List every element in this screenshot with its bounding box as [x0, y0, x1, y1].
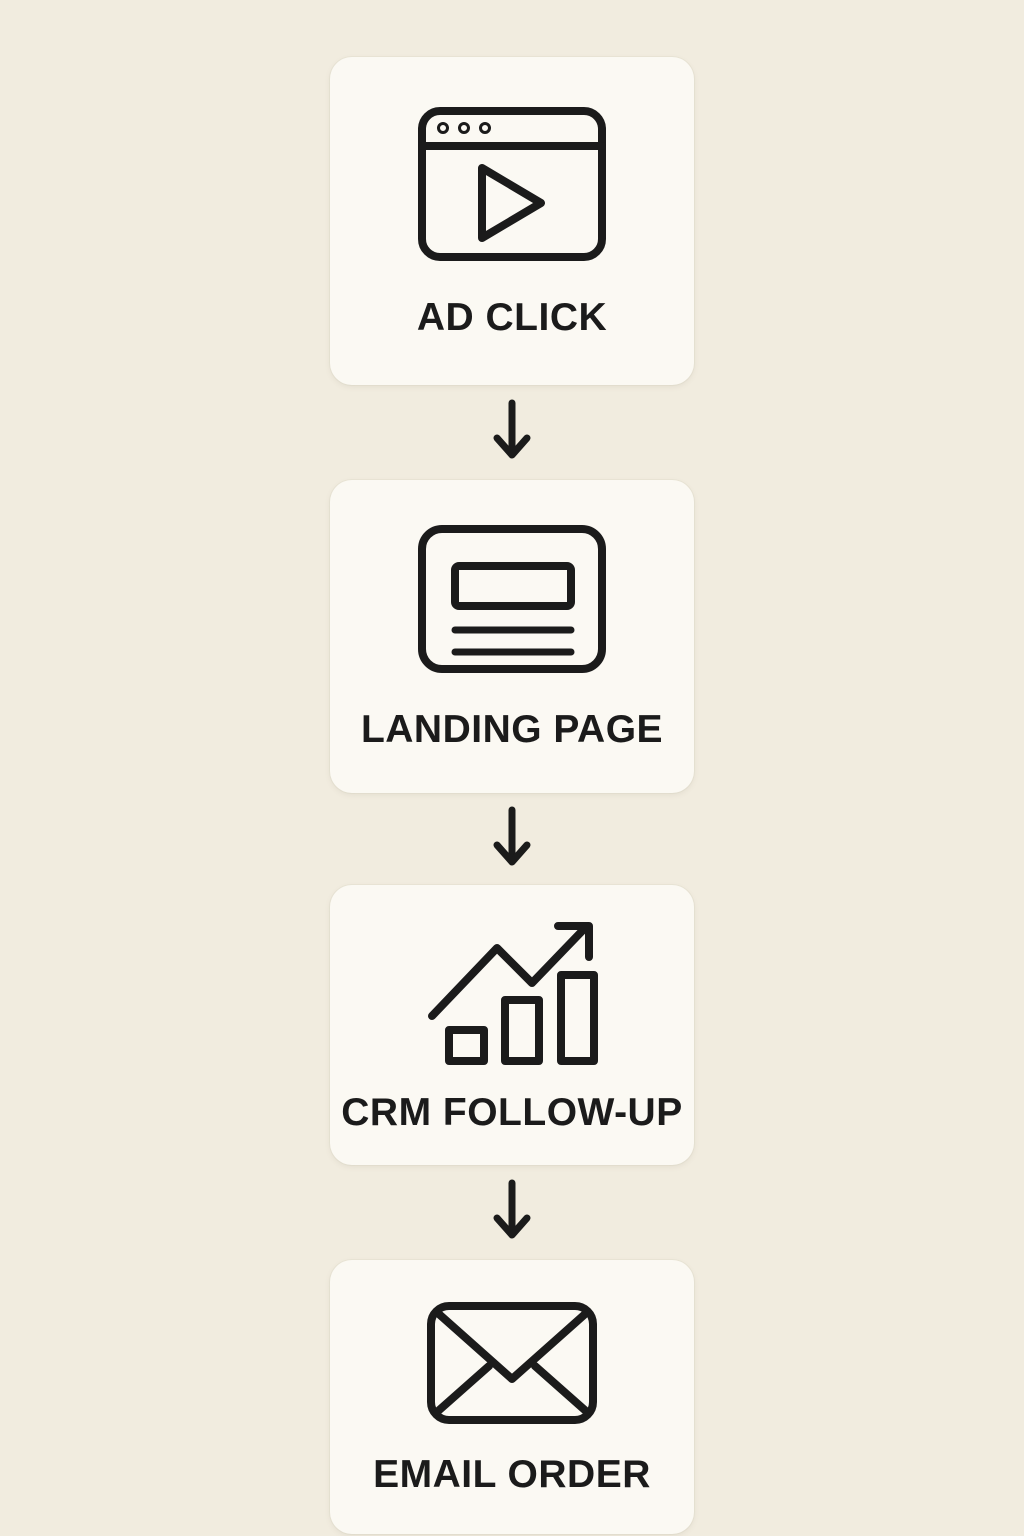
step-card-crm-follow-up: CRM FOLLOW-UP [330, 885, 694, 1165]
flow-connector [489, 793, 535, 885]
down-arrow-icon [489, 399, 535, 466]
step-label: EMAIL ORDER [373, 1452, 651, 1496]
flow-connector [489, 385, 535, 480]
step-card-ad-click: AD CLICK [330, 57, 694, 385]
flow-connector [489, 1165, 535, 1260]
growth-chart-icon [426, 919, 598, 1065]
step-label: LANDING PAGE [360, 708, 664, 751]
step-card-landing-page: LANDING PAGE [330, 480, 694, 793]
down-arrow-icon [489, 806, 535, 873]
down-arrow-icon [489, 1179, 535, 1246]
video-ad-browser-icon [417, 106, 607, 262]
step-label: AD CLICK [416, 295, 608, 339]
landing-page-icon [417, 524, 607, 674]
email-envelope-icon [426, 1301, 598, 1425]
step-label: CRM FOLLOW-UP [341, 1090, 683, 1134]
step-card-email-order: EMAIL ORDER [330, 1260, 694, 1534]
